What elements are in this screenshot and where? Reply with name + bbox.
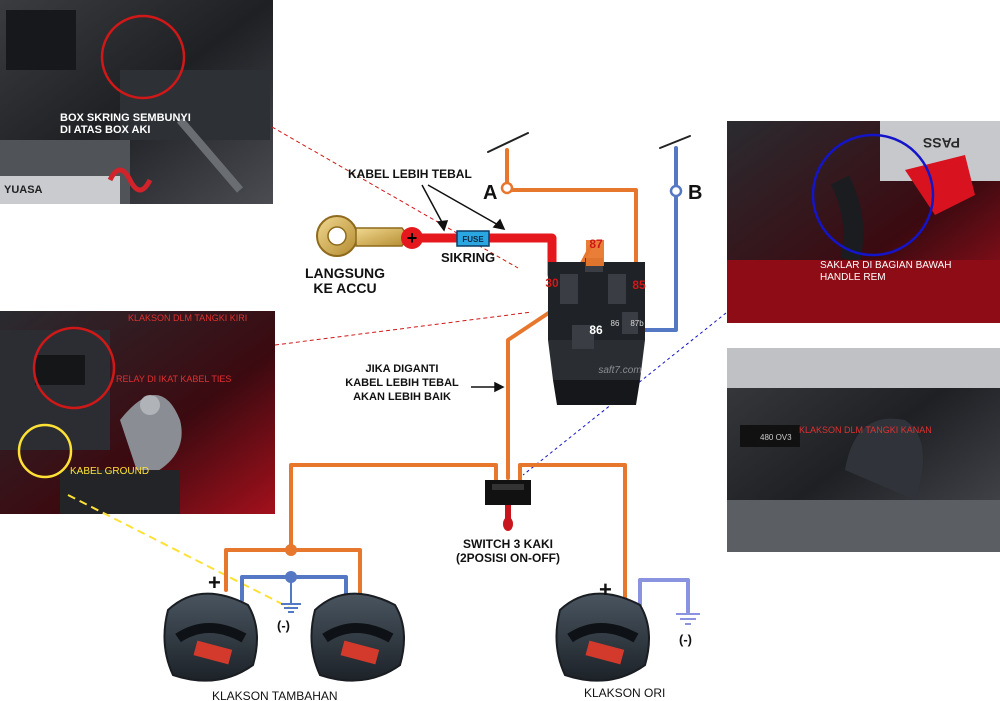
- note-arrow: [471, 381, 505, 393]
- relay-pin-86-embossed: 86: [611, 319, 620, 328]
- relay-pin-30: 30: [545, 276, 559, 290]
- battery-plus-symbol: +: [407, 228, 418, 248]
- pass-button-text: PASS: [923, 135, 960, 151]
- relay-pin-85: 85: [632, 278, 646, 292]
- t-battery-line: LANGSUNG: [305, 265, 385, 281]
- t-note-line: AKAN LEBIH BAIK: [353, 391, 451, 403]
- wire-ori-ground: [638, 578, 690, 614]
- switch-3-pin: [485, 480, 531, 531]
- diagram-labels: KABEL LEBIH TEBAL SIKRING + (-) KLAKSON …: [70, 167, 932, 701]
- battery-terminal-key: [316, 215, 409, 257]
- pointer-fuse: [271, 126, 519, 269]
- junction-extra-power: [285, 544, 297, 556]
- thick-cable-arrows: [421, 184, 506, 232]
- label-thick-cable: KABEL LEBIH TEBAL: [348, 167, 472, 181]
- label-point-b: B: [688, 182, 702, 204]
- switch-highlight-circle: [811, 133, 935, 257]
- photo-horn-right: 480 OV3: [727, 348, 1000, 552]
- fuse-label: FUSE: [462, 235, 484, 244]
- caption-horn-left: KLAKSON DLM TANGKI KIRI: [128, 313, 247, 323]
- relay-pin-87: 87: [589, 237, 603, 251]
- t-battery-line: KE ACCU: [313, 280, 376, 296]
- terminal-b: [669, 184, 683, 198]
- horn-extra-minus: (-): [277, 618, 290, 633]
- switch-arm-a: [487, 132, 529, 153]
- horn-extra-right: [310, 592, 405, 682]
- t-note-line: KABEL LEBIH TEBAL: [345, 377, 459, 389]
- horn-ori-plus: +: [599, 577, 612, 602]
- switch-arm-b: [659, 135, 691, 149]
- t-switchphoto-line: HANDLE REM: [820, 272, 886, 283]
- pointer-lines: [67, 126, 727, 609]
- ground-symbol-extra: [281, 603, 301, 613]
- wire-switch-ori: [518, 463, 627, 607]
- photo-fusebox: YUASA: [0, 0, 273, 204]
- wire-a-85: [505, 148, 638, 292]
- battery-brand-text: YUASA: [4, 184, 43, 196]
- ground-highlight-circle: [17, 423, 73, 479]
- relay-pin-87b: 87b: [630, 319, 644, 328]
- terminal-a: [500, 181, 514, 195]
- switch-label: SWITCH 3 KAKI(2POSISI ON-OFF): [456, 537, 560, 565]
- caption-horn-right: KLAKSON DLM TANGKI KANAN: [799, 425, 932, 435]
- caption-relay: RELAY DI IKAT KABEL TIES: [116, 374, 231, 384]
- junction-extra-ground: [285, 571, 297, 583]
- horn-extra-left: [163, 592, 258, 682]
- horn-ori-minus: (-): [679, 632, 692, 647]
- t-fusebox-line: DI ATAS BOX AKI: [60, 124, 150, 136]
- t-note-line: JIKA DIGANTI: [366, 363, 439, 375]
- pointer-relay: [274, 311, 533, 346]
- horn-ori: [555, 592, 650, 682]
- fuse: [456, 230, 490, 247]
- horn-extra-label: KLAKSON TAMBAHAN: [212, 689, 338, 701]
- t-switch-line: (2POSISI ON-OFF): [456, 551, 560, 565]
- relay-highlight-circle: [32, 326, 116, 410]
- horn-ori-label: KLAKSON ORI: [584, 686, 665, 700]
- horn-extra-plus: +: [208, 570, 221, 595]
- wire-switch-extra: [289, 463, 498, 552]
- pointer-ground: [67, 494, 291, 609]
- battery-plus-dot: [401, 227, 423, 249]
- t-switchphoto-line: SAKLAR DI BAGIAN BAWAH: [820, 260, 952, 271]
- photo-switch: PASS: [727, 121, 1000, 323]
- relay-brand: saft7.com: [598, 365, 641, 376]
- fusebox-highlight-circle: [100, 14, 186, 100]
- photo-relay: [0, 311, 275, 514]
- label-point-a: A: [483, 182, 497, 204]
- t-fusebox-line: BOX SKRING SEMBUNYI: [60, 112, 191, 124]
- t-switch-line: SWITCH 3 KAKI: [463, 537, 553, 551]
- relay-pin-86: 86: [589, 323, 603, 337]
- ground-symbol-ori: [676, 613, 700, 625]
- horn-right-code: 480 OV3: [760, 433, 792, 442]
- caption-ground: KABEL GROUND: [70, 466, 149, 477]
- relay: [548, 240, 645, 405]
- pointer-switch: [522, 312, 727, 476]
- thick-cable-note: JIKA DIGANTI KABEL LEBIH TEBAL AKAN LEBIH …: [345, 363, 459, 403]
- label-sikring: SIKRING: [441, 250, 495, 265]
